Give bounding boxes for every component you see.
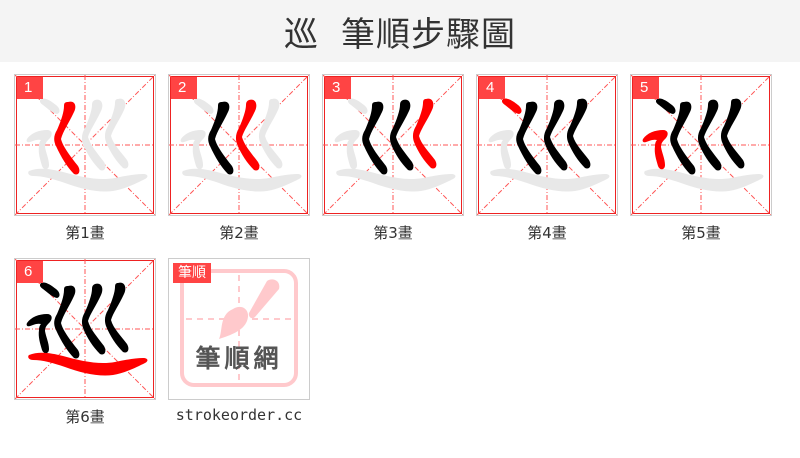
stroke-step-card-4: 4	[476, 74, 618, 216]
step-caption: 第1畫	[65, 224, 105, 242]
stroke-step-card-6: 6	[14, 258, 156, 400]
stroke-step-card-5: 5	[630, 74, 772, 216]
page-title: 巡 筆順步驟圖	[284, 7, 516, 56]
step-number-badge: 3	[325, 77, 351, 99]
step-caption: 第5畫	[681, 224, 721, 242]
site-url-link[interactable]: strokeorder.cc	[175, 406, 303, 424]
step-caption: 第4畫	[527, 224, 567, 242]
step-number-badge: 1	[17, 77, 43, 99]
step-caption: 第6畫	[65, 408, 105, 426]
logo-text: 筆順網	[195, 344, 283, 373]
stroke-step-card-1: 1	[14, 74, 156, 216]
step-number-badge: 5	[633, 77, 659, 99]
step-number-badge: 4	[479, 77, 505, 99]
page-header: 巡 筆順步驟圖	[0, 0, 800, 62]
step-caption: 第2畫	[219, 224, 259, 242]
stroke-step-card-3: 3	[322, 74, 464, 216]
brush-logo-icon	[180, 269, 298, 387]
step-number-badge: 6	[17, 261, 43, 283]
step-number-badge: 2	[171, 77, 197, 99]
site-logo-card[interactable]: 筆順 筆順網	[168, 258, 310, 400]
step-caption: 第3畫	[373, 224, 413, 242]
stroke-step-card-2: 2	[168, 74, 310, 216]
title-character: 巡	[284, 14, 319, 55]
title-text: 筆順步驟圖	[341, 14, 516, 55]
logo-badge: 筆順	[173, 263, 211, 283]
